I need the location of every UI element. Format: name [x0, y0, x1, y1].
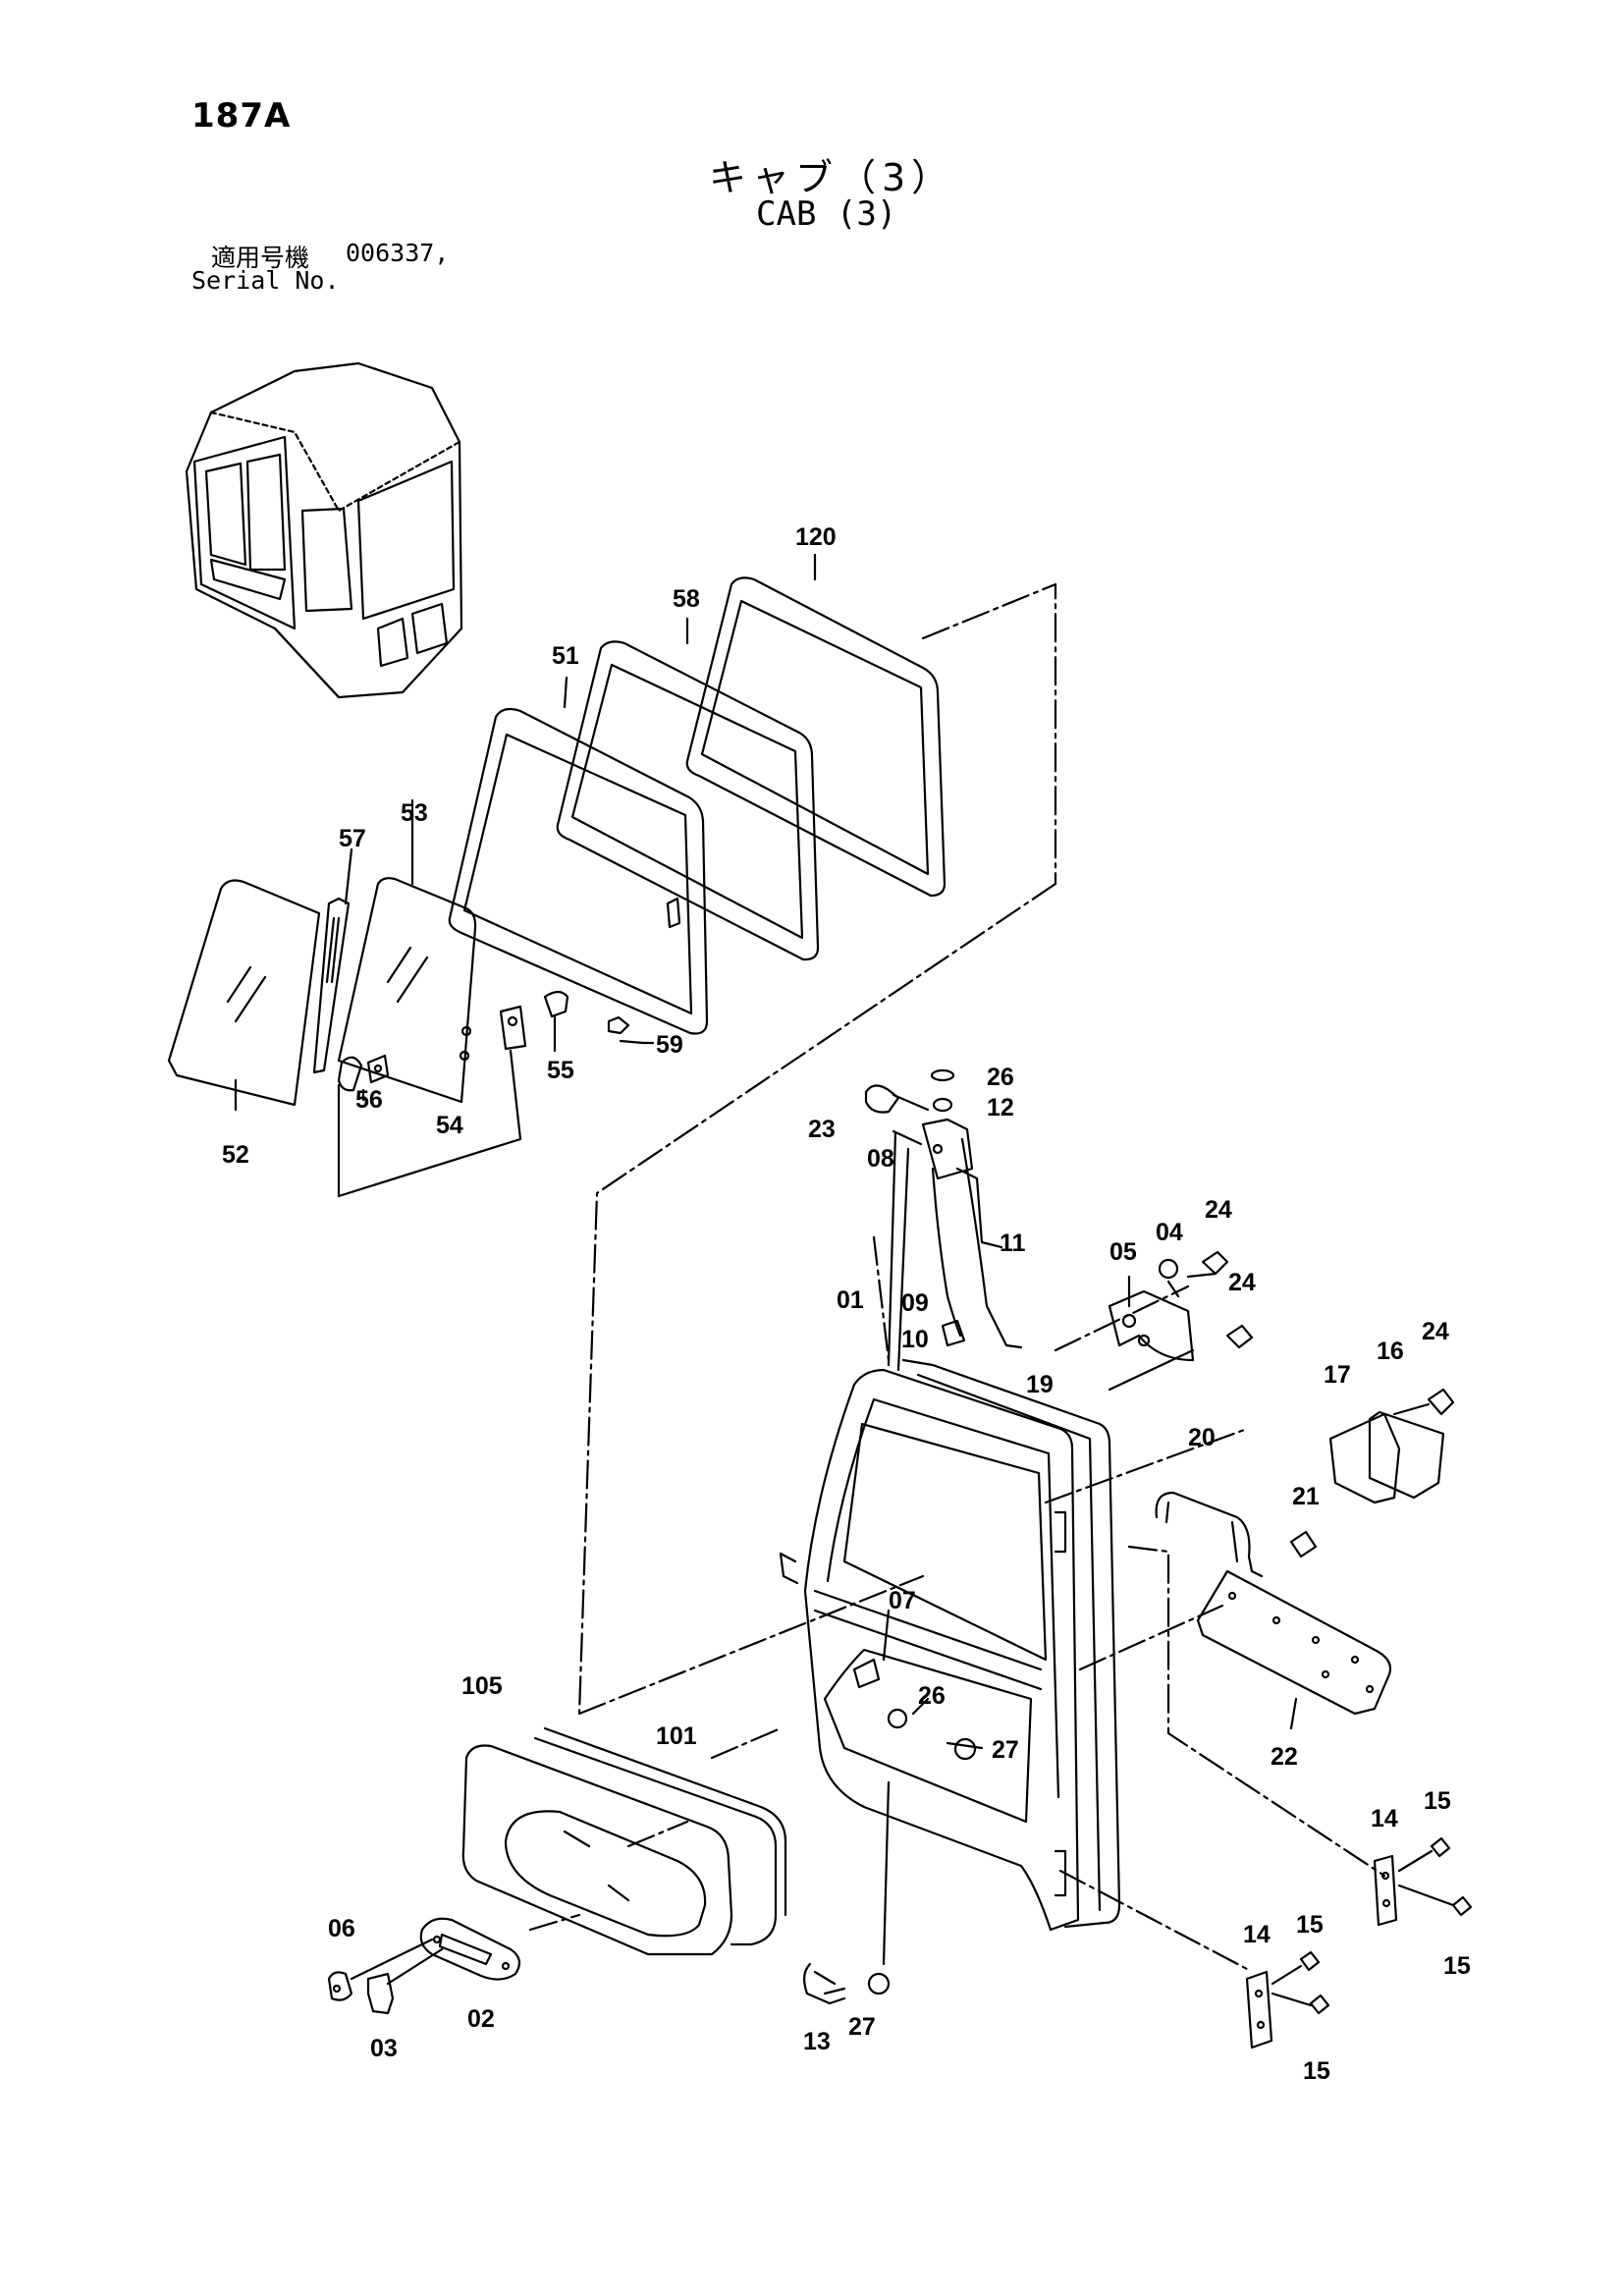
callout-56: 56	[355, 1086, 383, 1114]
callout-19: 19	[1026, 1371, 1054, 1398]
lock-cable-assembly	[864, 1068, 1023, 1372]
serial-number-value: 006337,	[346, 239, 450, 267]
cover-plate-16-17	[1328, 1388, 1455, 1504]
callout-07: 07	[889, 1587, 916, 1614]
lower-small-parts	[803, 1609, 984, 2005]
callout-58: 58	[673, 585, 700, 613]
callout-54: 54	[436, 1112, 463, 1139]
callout-59: 59	[656, 1031, 683, 1059]
callout-23: 23	[808, 1116, 836, 1143]
serial-label: Serial No.	[191, 266, 340, 295]
callout-17: 17	[1324, 1361, 1351, 1389]
callout-15-a: 15	[1424, 1787, 1451, 1815]
callout-15-d: 15	[1303, 2057, 1330, 2085]
callout-52: 52	[222, 1141, 249, 1169]
callout-24-c: 24	[1422, 1318, 1449, 1345]
glass-frame-57	[312, 897, 351, 1074]
callout-26-upper: 26	[987, 1064, 1014, 1091]
glass-seal-58	[556, 640, 820, 961]
callout-24-b: 24	[1228, 1269, 1256, 1296]
glass-53	[337, 877, 477, 1104]
callout-26-lower: 26	[918, 1682, 946, 1710]
callout-15-c: 15	[1296, 1911, 1324, 1939]
callout-10: 10	[901, 1326, 929, 1353]
callout-20: 20	[1188, 1424, 1216, 1451]
callout-101: 101	[656, 1722, 697, 1750]
callout-21: 21	[1292, 1483, 1320, 1510]
glass-seal-120	[685, 576, 947, 898]
door-frame-01	[779, 1368, 1080, 1932]
callout-labels: 120 58 51 53 57 52 56 54 55 59 26 12 23 …	[222, 523, 1471, 2085]
window-frame-105	[461, 1744, 733, 1956]
door-seal-19	[901, 1358, 1121, 1929]
callout-11: 11	[1000, 1230, 1026, 1257]
hinge-plate-14-lower	[1245, 1950, 1330, 2050]
callout-09: 09	[901, 1289, 929, 1317]
cab-overview-illustration	[185, 361, 463, 699]
callout-22: 22	[1271, 1743, 1298, 1771]
callout-16: 16	[1377, 1338, 1404, 1365]
callout-24-a: 24	[1205, 1196, 1232, 1224]
callout-55: 55	[547, 1057, 574, 1084]
callout-04: 04	[1156, 1219, 1183, 1246]
leader-lines-upper	[234, 553, 817, 1198]
callout-120: 120	[795, 523, 837, 551]
alignment-lines	[528, 582, 1386, 1971]
window-seal-101	[533, 1726, 787, 1946]
callout-15-b: 15	[1443, 1952, 1471, 1980]
callout-14-upper: 14	[1371, 1805, 1398, 1832]
callout-13: 13	[803, 2028, 831, 2055]
callout-105: 105	[461, 1672, 503, 1700]
latch-parts-02-03-06	[327, 1917, 521, 2015]
callout-12: 12	[987, 1094, 1014, 1121]
callout-27-upper: 27	[992, 1736, 1019, 1764]
callout-03: 03	[370, 2035, 398, 2062]
hinge-assembly	[1108, 1250, 1254, 1392]
page-title: CAB (3)	[756, 194, 897, 234]
callout-06: 06	[328, 1915, 355, 1942]
page-title-japanese: キャブ（3）	[709, 156, 955, 199]
callout-02: 02	[467, 2005, 495, 2033]
hinge-plate-14-upper	[1373, 1836, 1473, 1927]
callout-05: 05	[1109, 1238, 1137, 1266]
callout-57: 57	[339, 825, 366, 852]
glass-seal-51	[448, 707, 709, 1035]
callout-51: 51	[552, 642, 579, 670]
panel-22	[1196, 1569, 1392, 1730]
handle-20	[1155, 1491, 1318, 1578]
callout-08: 08	[867, 1145, 894, 1173]
latch-parts-54-55-56-59	[337, 990, 630, 1092]
serial-label-japanese: 適用号機	[211, 244, 310, 272]
callout-01: 01	[837, 1286, 864, 1314]
callout-27-lower: 27	[848, 2013, 876, 2041]
glass-52	[167, 879, 321, 1107]
callout-53: 53	[401, 799, 428, 827]
page-number: 187A	[191, 96, 292, 136]
callout-14-lower: 14	[1243, 1921, 1271, 1948]
